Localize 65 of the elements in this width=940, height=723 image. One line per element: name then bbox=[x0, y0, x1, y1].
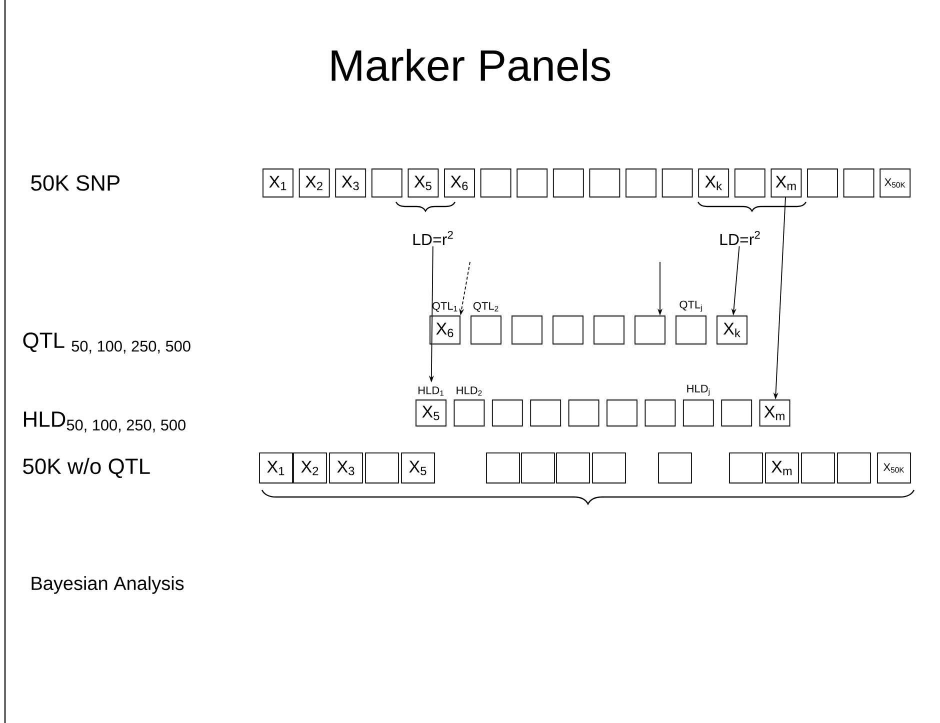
marker-box: X$_{m}$ bbox=[765, 452, 799, 484]
marker-box: X$_{k}$ bbox=[716, 316, 748, 344]
marker-box bbox=[530, 400, 562, 426]
marker-box bbox=[721, 400, 752, 426]
marker-box bbox=[837, 452, 871, 484]
row-label: $\text{HLD}_{\text{50, 100, 250, 500}}$ bbox=[24, 412, 186, 432]
marker-box: X$_{5}$ bbox=[408, 168, 439, 198]
marker-box bbox=[662, 168, 693, 198]
marker-box bbox=[552, 168, 584, 198]
marker-box: X$_{5}$ bbox=[416, 400, 446, 426]
marker-box bbox=[843, 168, 874, 198]
marker-box bbox=[371, 168, 402, 198]
row-label: 50K SNP bbox=[31, 175, 120, 191]
position-label: HLD$_{2}$ bbox=[456, 386, 482, 396]
position-label: HLD$_{j}$ bbox=[687, 384, 710, 396]
marker-box bbox=[644, 400, 676, 426]
row-label: Bayesian Analysis bbox=[32, 576, 184, 594]
marker-box bbox=[634, 316, 666, 344]
marker-box: X$_{2}$ bbox=[298, 168, 330, 198]
title: Marker Panels bbox=[332, 48, 610, 82]
marker-box bbox=[729, 452, 763, 484]
marker-box: X$_{6}$ bbox=[444, 168, 475, 198]
position-label: QTL$_{j}$ bbox=[680, 300, 702, 312]
marker-box bbox=[512, 316, 542, 344]
marker-box bbox=[734, 168, 766, 198]
marker-box bbox=[658, 452, 692, 484]
marker-box bbox=[807, 168, 838, 198]
marker-box bbox=[556, 452, 590, 484]
marker-box: X$_{50K}$ bbox=[877, 452, 911, 484]
marker-box bbox=[592, 452, 626, 484]
marker-box bbox=[486, 452, 520, 484]
marker-box: X$_{6}$ bbox=[430, 316, 460, 344]
marker-box bbox=[589, 168, 620, 198]
marker-box bbox=[492, 400, 523, 426]
marker-box: X$_{50K}$ bbox=[880, 168, 911, 198]
marker-box bbox=[516, 168, 548, 198]
marker-box bbox=[470, 316, 502, 344]
marker-box bbox=[594, 316, 624, 344]
marker-box bbox=[552, 316, 584, 344]
marker-box: X$_{3}$ bbox=[329, 452, 363, 484]
marker-box: X$_{k}$ bbox=[698, 168, 730, 198]
marker-box bbox=[682, 400, 714, 426]
marker-box bbox=[480, 168, 512, 198]
ld-label: LD=r$^{2}$ bbox=[720, 230, 760, 246]
row-label: $\text{QTL}\ _{\text{50, 100, 250, 500}}$ bbox=[23, 332, 190, 354]
marker-box: X$_{m}$ bbox=[759, 400, 790, 426]
position-label: HLD$_{1}$ bbox=[418, 386, 444, 396]
marker-box bbox=[454, 400, 485, 426]
marker-box bbox=[606, 400, 638, 426]
position-label: QTL$_{2}$ bbox=[473, 302, 498, 312]
marker-box: X$_{m}$ bbox=[770, 168, 802, 198]
marker-box bbox=[365, 452, 399, 484]
marker-box: X$_{1}$ bbox=[259, 452, 293, 484]
marker-box bbox=[568, 400, 600, 426]
marker-box bbox=[801, 452, 835, 484]
marker-box bbox=[626, 168, 656, 198]
marker-box bbox=[521, 452, 555, 484]
marker-box bbox=[676, 316, 706, 344]
marker-box: X$_{2}$ bbox=[293, 452, 327, 484]
ld-label: LD=r$^{2}$ bbox=[413, 230, 453, 246]
position-label: QTL$_{1}$ bbox=[432, 302, 458, 312]
marker-box: X$_{3}$ bbox=[335, 168, 366, 198]
marker-box: X$_{1}$ bbox=[262, 168, 294, 198]
marker-box: X$_{5}$ bbox=[401, 452, 435, 484]
row-label: 50K w/o QTL bbox=[23, 458, 150, 478]
